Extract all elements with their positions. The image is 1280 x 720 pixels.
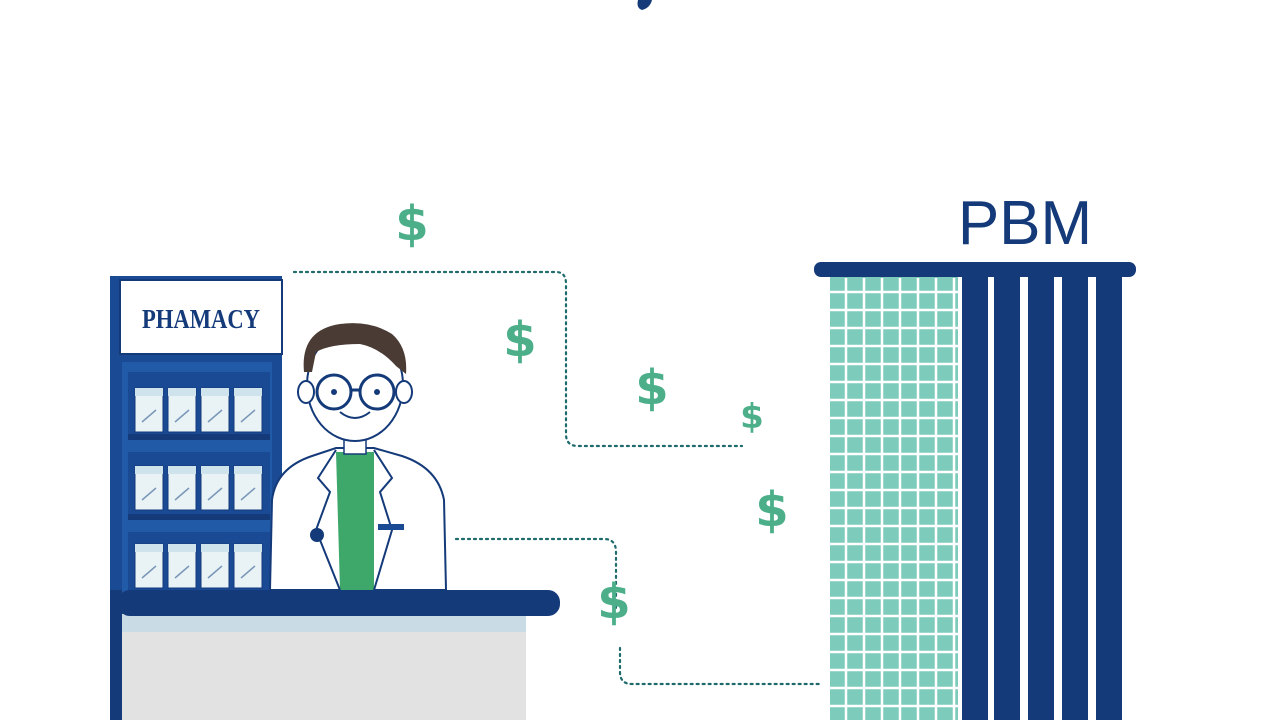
building-glass-facade <box>830 276 958 720</box>
medicine-box <box>233 543 263 589</box>
building-pillars <box>962 276 1122 720</box>
medicine-box <box>200 387 230 433</box>
pharmacy: PHAMACY <box>110 276 560 720</box>
medicine-box <box>134 543 164 589</box>
medicine-box <box>134 465 164 511</box>
top-mark <box>637 0 652 10</box>
medicine-box <box>200 465 230 511</box>
medicine-box <box>134 387 164 433</box>
dollar-icon: $ <box>635 360 668 416</box>
window-grid <box>830 278 958 720</box>
pharmacy-sign-text: PHAMACY <box>142 304 260 334</box>
coat-button <box>310 528 324 542</box>
medicine-box <box>200 543 230 589</box>
counter-top <box>118 590 560 616</box>
pbm-building: PBM <box>814 189 1136 720</box>
flow-line-top <box>292 270 744 448</box>
dollar-icon: $ <box>597 574 630 630</box>
medicine-box <box>167 465 197 511</box>
flow-line-to-pbm <box>618 646 824 686</box>
medicine-box <box>233 387 263 433</box>
name-badge <box>378 524 404 530</box>
pharmacy-sign <box>119 279 283 355</box>
pbm-label: PBM <box>958 189 1092 258</box>
dollar-signs: $ $ $ $ $ $ <box>395 196 788 630</box>
dollar-icon: $ <box>740 397 764 437</box>
medicine-box <box>233 465 263 511</box>
medicine-box <box>167 543 197 589</box>
dollar-icon: $ <box>503 312 536 368</box>
pharmacist-hair <box>303 323 407 374</box>
pharmacist <box>268 323 448 591</box>
glasses-icon <box>315 373 396 411</box>
flow-line-bottom <box>454 537 618 612</box>
money-flow-lines <box>292 270 824 686</box>
medicine-boxes <box>134 387 263 589</box>
building-roof <box>814 262 1136 277</box>
green-shirt <box>336 452 374 590</box>
dollar-icon: $ <box>395 196 428 252</box>
dollar-icon: $ <box>755 482 788 538</box>
medicine-box <box>167 387 197 433</box>
